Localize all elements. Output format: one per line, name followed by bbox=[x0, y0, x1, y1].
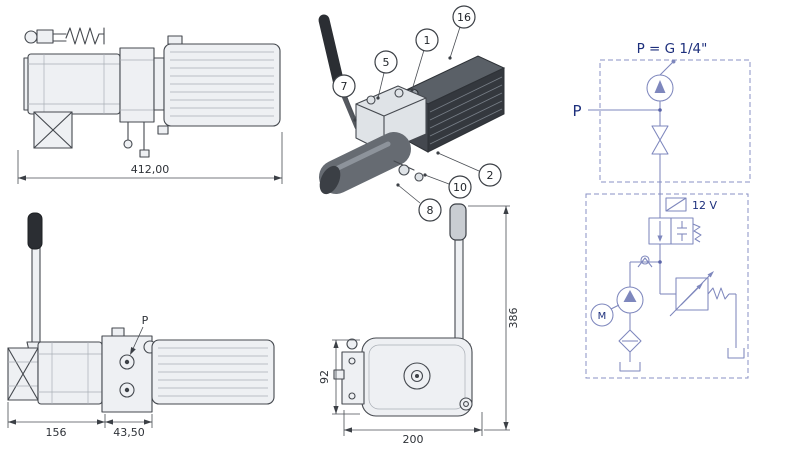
height-dimension: 386 bbox=[468, 205, 520, 431]
hand-lever bbox=[26, 212, 46, 354]
gear-pump-symbol bbox=[616, 286, 644, 314]
pump-block bbox=[119, 47, 165, 158]
tank-ribs bbox=[158, 347, 268, 397]
tank-ribs bbox=[170, 51, 274, 117]
dim-depth: 92 bbox=[318, 370, 331, 384]
view-end: 92 200 386 bbox=[318, 203, 520, 446]
circuit-lines bbox=[588, 101, 676, 295]
callout-5: 5 bbox=[374, 50, 398, 100]
tank-end bbox=[361, 337, 473, 417]
callout-number: 5 bbox=[383, 56, 390, 69]
check-valve-symbol bbox=[637, 255, 653, 268]
terminal-box bbox=[7, 347, 39, 401]
pump-block-iso bbox=[355, 85, 427, 153]
length-dimension: 412,00 bbox=[17, 132, 283, 184]
pump-block bbox=[101, 327, 157, 413]
pump-end bbox=[333, 338, 365, 405]
dim-width: 200 bbox=[403, 433, 424, 446]
view-isometric: 16 1 5 7 2 10 bbox=[318, 5, 506, 222]
callout-2: 2 bbox=[436, 151, 502, 187]
callout-number: 2 bbox=[487, 169, 494, 182]
callout-number: 16 bbox=[457, 11, 471, 24]
view-bottom-side: P 156 43,50 bbox=[7, 212, 275, 439]
breather-fitting bbox=[24, 27, 105, 45]
hand-lever bbox=[447, 203, 471, 359]
voltage-label: 12 V bbox=[692, 199, 717, 212]
dim-pump-length: 43,50 bbox=[113, 426, 145, 439]
solenoid-valve-symbol bbox=[648, 217, 702, 245]
dim-motor-length: 156 bbox=[46, 426, 67, 439]
hydraulic-schematic: P = G 1/4" P bbox=[572, 41, 751, 379]
valve-fittings-iso bbox=[393, 160, 424, 182]
schematic-title: P = G 1/4" bbox=[637, 41, 708, 57]
oil-tank bbox=[157, 35, 281, 135]
width-dimensions: 156 43,50 bbox=[7, 402, 153, 439]
callout-10: 10 bbox=[423, 173, 472, 199]
callout-number: 7 bbox=[341, 80, 348, 93]
callout-number: 1 bbox=[424, 34, 431, 47]
callout-7: 7 bbox=[332, 74, 357, 122]
dim-height: 386 bbox=[507, 308, 520, 329]
port-callout: P bbox=[130, 314, 149, 355]
oil-tank bbox=[151, 339, 275, 405]
port-p-label: P bbox=[142, 314, 149, 327]
motor-body bbox=[23, 53, 121, 115]
callout-number: 8 bbox=[427, 204, 434, 217]
dashed-enclosure-top bbox=[599, 59, 751, 183]
hand-pump-symbol bbox=[646, 59, 676, 102]
relief-valve-symbol bbox=[669, 271, 745, 359]
motor-iso bbox=[319, 132, 411, 195]
dashed-enclosure-bottom bbox=[585, 193, 749, 379]
depth-dimension: 92 bbox=[318, 339, 360, 415]
electric-motor-symbol: M bbox=[590, 303, 620, 327]
shutoff-valve-symbol bbox=[651, 125, 669, 155]
suction-filter-symbol bbox=[618, 313, 642, 372]
drain-plug bbox=[459, 397, 473, 411]
callout-8: 8 bbox=[396, 183, 442, 222]
callout-number: 10 bbox=[453, 181, 467, 194]
schematic-port-label: P bbox=[572, 102, 581, 120]
callout-16: 16 bbox=[448, 5, 476, 60]
width-dimension: 200 bbox=[343, 410, 483, 446]
motor-label: M bbox=[598, 311, 607, 322]
view-top-side: 412,00 bbox=[17, 27, 283, 184]
terminal-box bbox=[33, 111, 73, 149]
tank-rib-lines bbox=[429, 76, 503, 145]
motor-body bbox=[37, 341, 103, 405]
callout-1: 1 bbox=[410, 28, 439, 92]
dim-overall-length: 412,00 bbox=[131, 163, 170, 176]
solenoid-coil-symbol bbox=[665, 197, 687, 212]
